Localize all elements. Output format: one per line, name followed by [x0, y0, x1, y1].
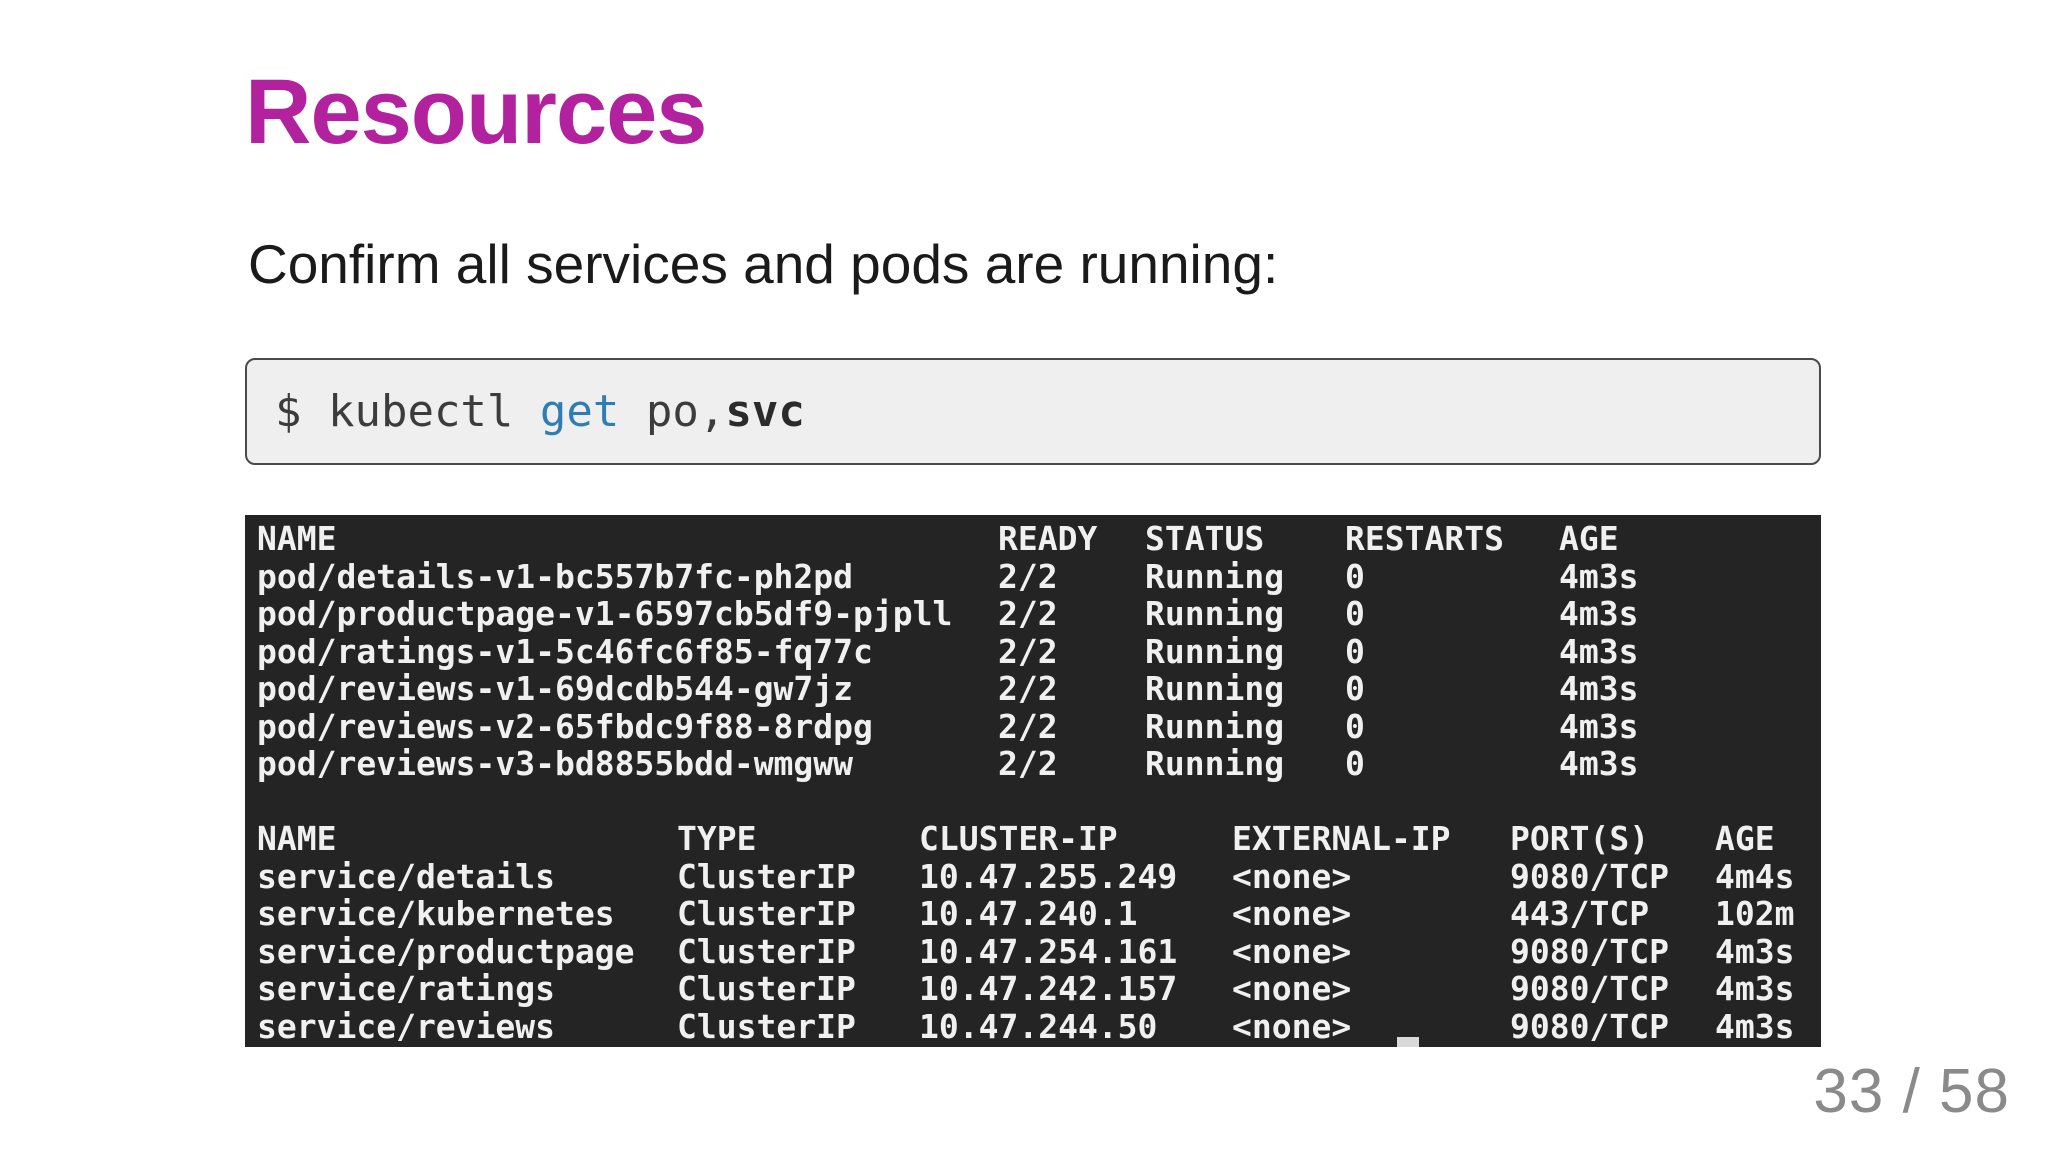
table-cell: 9080/TCP	[1510, 970, 1669, 1008]
table-cell: 4m3s	[1715, 970, 1795, 1008]
table-header-row: NAME READY STATUS RESTARTS AGE	[257, 520, 1821, 558]
table-header-row: NAME TYPE CLUSTER-IP EXTERNAL-IP PORT(S) AGE	[257, 820, 1821, 858]
table-cell: 4m3s	[1559, 557, 1639, 595]
table-cell: ClusterIP	[677, 857, 856, 895]
column-header: EXTERNAL-IP	[1232, 820, 1451, 858]
table-cell: 9080/TCP	[1510, 857, 1669, 895]
table-row: pod/reviews-v1-69dcdb544-gw7jz 2/2 Running…	[257, 670, 1821, 708]
table-cell: 4m3s	[1559, 670, 1639, 708]
table-cell: pod/reviews-v2-65fbdc9f88-8rdpg	[257, 707, 873, 745]
table-cell: ClusterIP	[677, 895, 856, 933]
table-row: service/details ClusterIP 10.47.255.249 <no…	[257, 858, 1821, 896]
column-header: TYPE	[677, 820, 757, 858]
table-cell: <none>	[1232, 932, 1352, 970]
table-cell: 4m3s	[1559, 707, 1639, 745]
table-cell: ClusterIP	[677, 970, 856, 1008]
table-cell: pod/reviews-v1-69dcdb544-gw7jz	[257, 670, 854, 708]
column-header: READY	[998, 520, 1098, 558]
column-header: STATUS	[1145, 520, 1265, 558]
command-segment: $ kubectl	[275, 386, 540, 437]
slide-title: Resources	[245, 61, 707, 163]
table-cell: Running	[1145, 557, 1285, 595]
table-row: pod/reviews-v3-bd8855bdd-wmgww 2/2 Running…	[257, 745, 1821, 783]
table-cell: 4m3s	[1715, 1007, 1795, 1045]
table-cell: ClusterIP	[677, 932, 856, 970]
table-cell: 0	[1345, 707, 1365, 745]
column-header: AGE	[1559, 520, 1619, 558]
table-cell: 443/TCP	[1510, 895, 1650, 933]
table-cell: 10.47.255.249	[919, 857, 1178, 895]
table-cell: Running	[1145, 632, 1285, 670]
table-row: service/reviews ClusterIP 10.47.244.50 <non…	[257, 1008, 1821, 1046]
page-number: 33 / 58	[1813, 1057, 2010, 1126]
column-header: RESTARTS	[1345, 520, 1504, 558]
command-segment: po,	[619, 386, 726, 437]
table-cell: 4m3s	[1559, 745, 1639, 783]
table-cell: ClusterIP	[677, 1007, 856, 1045]
table-cell: service/details	[257, 857, 556, 895]
table-row: pod/reviews-v2-65fbdc9f88-8rdpg 2/2 Runnin…	[257, 708, 1821, 746]
command-line: $ kubectl get po,svc	[275, 386, 805, 437]
table-cell: 2/2	[998, 707, 1058, 745]
table-cell: <none>	[1232, 970, 1352, 1008]
table-cell: service/reviews	[257, 1007, 556, 1045]
table-row: pod/details-v1-bc557b7fc-ph2pd 2/2 Running…	[257, 558, 1821, 596]
table-cell: 2/2	[998, 595, 1058, 633]
table-cell: service/ratings	[257, 970, 556, 1008]
table-cell: pod/reviews-v3-bd8855bdd-wmgww	[257, 745, 854, 783]
table-cell: Running	[1145, 707, 1285, 745]
column-header: NAME	[257, 520, 337, 558]
table-cell: service/kubernetes	[257, 895, 615, 933]
table-cell: pod/productpage-v1-6597cb5df9-pjpll	[257, 595, 953, 633]
table-cell: 2/2	[998, 670, 1058, 708]
table-cell: 9080/TCP	[1510, 932, 1669, 970]
table-cell: 0	[1345, 595, 1365, 633]
table-row: service/productpage ClusterIP 10.47.254.16…	[257, 933, 1821, 971]
table-cell: 10.47.254.161	[919, 932, 1178, 970]
table-cell: 4m4s	[1715, 857, 1795, 895]
table-row: pod/productpage-v1-6597cb5df9-pjpll 2/2 Ru…	[257, 595, 1821, 633]
table-cell: 2/2	[998, 557, 1058, 595]
table-row: service/kubernetes ClusterIP 10.47.240.1 <n…	[257, 895, 1821, 933]
table-cell: service/productpage	[257, 932, 635, 970]
table-cell: 0	[1345, 745, 1365, 783]
table-cell: pod/ratings-v1-5c46fc6f85-fq77c	[257, 632, 873, 670]
table-cell: pod/details-v1-bc557b7fc-ph2pd	[257, 557, 854, 595]
table-cell: 0	[1345, 632, 1365, 670]
table-cell: 10.47.242.157	[919, 970, 1178, 1008]
table-cell: 10.47.240.1	[919, 895, 1138, 933]
table-cell: 10.47.244.50	[919, 1007, 1158, 1045]
command-segment: get	[539, 386, 620, 437]
table-cell: <none>	[1232, 1007, 1352, 1045]
table-row: service/ratings ClusterIP 10.47.242.157 <no…	[257, 970, 1821, 1008]
table-cell: 0	[1345, 557, 1365, 595]
table-cell: 2/2	[998, 745, 1058, 783]
table-cell: 4m3s	[1559, 632, 1639, 670]
table-cell: Running	[1145, 670, 1285, 708]
slide-subtitle: Confirm all services and pods are runnin…	[248, 233, 1279, 295]
column-header: PORT(S)	[1510, 820, 1650, 858]
table-cell: 4m3s	[1559, 595, 1639, 633]
column-header: NAME	[257, 820, 337, 858]
terminal-cursor	[1397, 1037, 1419, 1047]
table-cell: <none>	[1232, 857, 1352, 895]
table-cell: 4m3s	[1715, 932, 1795, 970]
command-segment: svc	[725, 386, 805, 437]
table-cell: 9080/TCP	[1510, 1007, 1669, 1045]
table-cell: Running	[1145, 595, 1285, 633]
column-header: AGE	[1715, 820, 1775, 858]
table-row: pod/ratings-v1-5c46fc6f85-fq77c 2/2 Runnin…	[257, 633, 1821, 671]
table-cell: 102m	[1715, 895, 1795, 933]
column-header: CLUSTER-IP	[919, 820, 1118, 858]
table-cell: 0	[1345, 670, 1365, 708]
code-block: $ kubectl get po,svc	[245, 358, 1821, 465]
table-cell: <none>	[1232, 895, 1352, 933]
table-cell: Running	[1145, 745, 1285, 783]
table-cell: 2/2	[998, 632, 1058, 670]
